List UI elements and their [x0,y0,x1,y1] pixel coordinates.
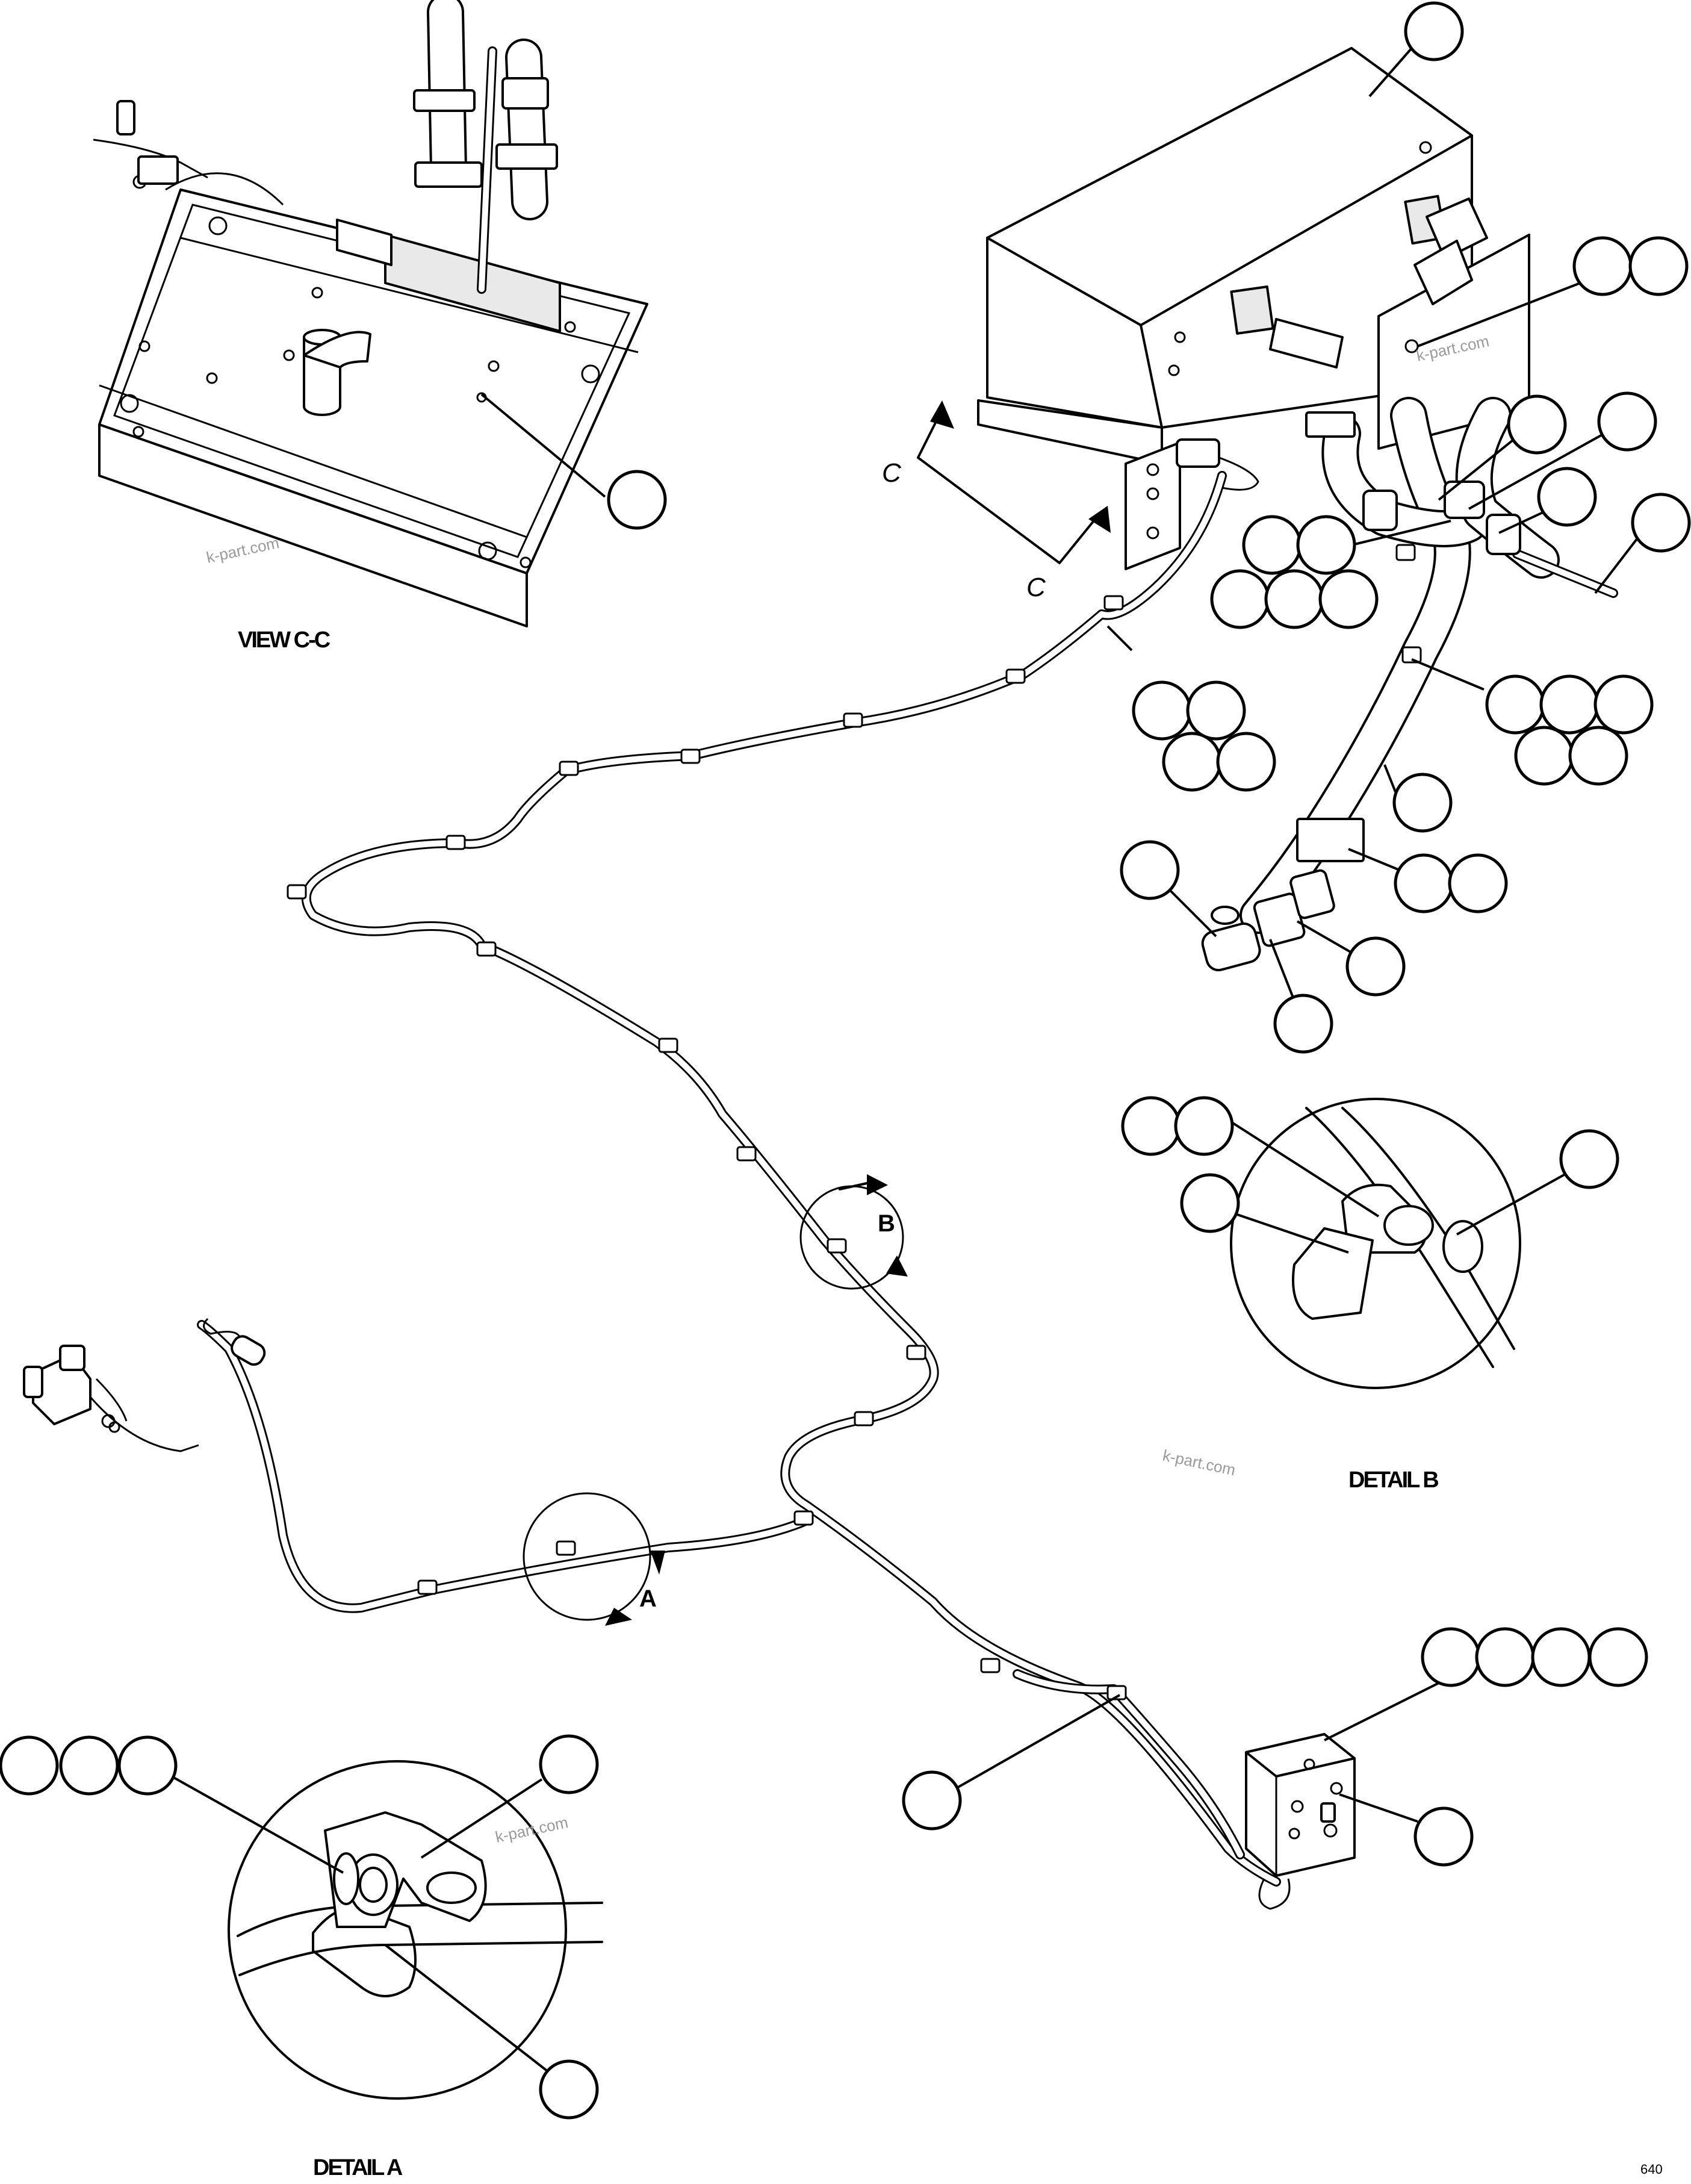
detail-a [228,1760,603,2100]
detail-b-label: DETAIL B [1348,1467,1438,1493]
watermark: k-part.com [205,534,281,567]
detail-b [1230,1098,1521,1389]
view-cc-assembly [93,0,648,627]
section-c-top-label: C [882,458,902,488]
detail-a-marker: A [639,1585,657,1612]
section-c-arrows [917,400,1111,564]
detail-markers [523,1174,908,1626]
view-cc-label: VIEW C-C [238,627,330,653]
section-c-bottom-label: C [1026,573,1046,602]
sensor-connector [23,1318,266,1452]
detail-b-marker: B [878,1210,895,1237]
harness-tube [197,471,1281,1887]
watermark: k-part.com [1161,1446,1237,1479]
main-unit-assembly [977,47,1618,972]
callouts [0,1,1691,2120]
detail-a-label: DETAIL A [313,2155,403,2180]
control-box [1245,1733,1356,1910]
page-number: 640 [1640,2162,1663,2177]
